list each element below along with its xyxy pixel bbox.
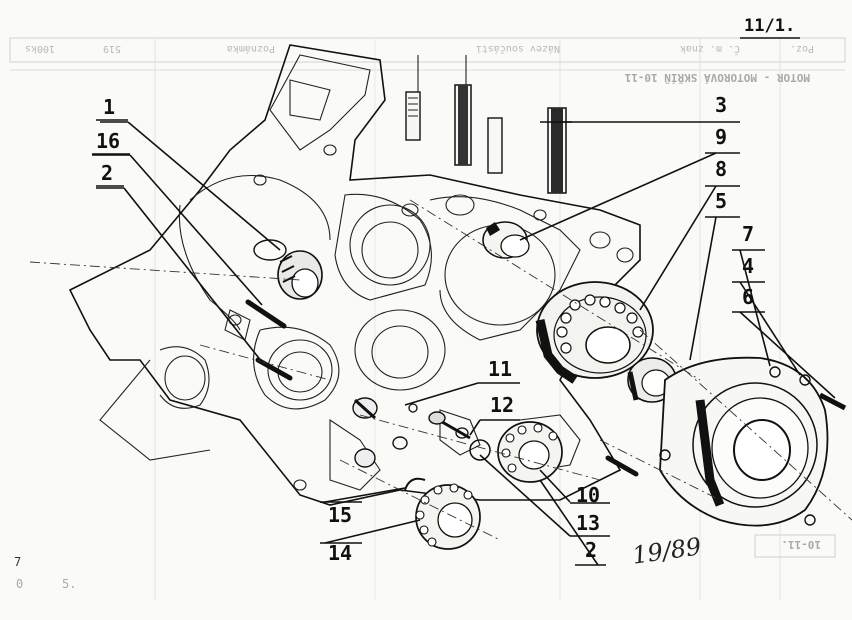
callout-13: 13: [576, 511, 600, 535]
callout-15: 15: [328, 503, 352, 527]
cylinder-studs: [405, 55, 567, 194]
needle-bearing-9: [482, 221, 530, 259]
ghost-section-title: MOTOR - MOTOROVÁ SKŘÍŇ 10-11: [624, 71, 810, 84]
corner-mark-5: 5.: [62, 577, 76, 591]
sheet-number: 11/1.: [740, 16, 800, 39]
callout-5: 5: [715, 189, 727, 213]
callout-9: 9: [715, 125, 727, 149]
callout-14: 14: [328, 541, 352, 565]
roller-bearing-14: [404, 477, 481, 550]
dowel-pins: [245, 299, 639, 477]
callout-7: 7: [742, 222, 754, 246]
corner-mark-0: 0: [16, 577, 23, 591]
small-parts-11-12: [352, 397, 471, 468]
callout-16: 16: [96, 129, 120, 153]
ball-bearing-10: [469, 421, 563, 483]
callout-6: 6: [742, 285, 754, 309]
callout-4: 4: [742, 254, 754, 278]
callout-12: 12: [490, 393, 514, 417]
ghost-header-519: 519: [103, 43, 121, 54]
callout-8: 8: [715, 157, 727, 181]
ghost-header-pos: Poz.: [790, 43, 814, 54]
leader-lines: [92, 121, 836, 566]
handwritten-note: 19/89: [631, 532, 703, 569]
callout-2-upper: 2: [101, 161, 113, 185]
ghost-header-note: Poznámka: [227, 43, 275, 55]
callout-1: 1: [103, 95, 115, 119]
ghost-footer-ref: 10-11.: [781, 538, 821, 551]
sheet-number-text: 11/1.: [744, 16, 795, 36]
centre-lines: [29, 199, 852, 541]
corner-marks: 7 0 5.: [14, 555, 76, 591]
callout-3: 3: [715, 93, 727, 117]
callout-11: 11: [488, 357, 512, 381]
crankcase-outline: [68, 44, 641, 506]
ghost-header-100ks: 100ks: [25, 43, 55, 54]
callout-labels: 1 16 2 3 9 8 5 7 4 6 11 12 10 13 2 15 14: [92, 93, 765, 566]
ball-bearing-8: [535, 281, 654, 384]
side-cover-6: [659, 356, 847, 527]
corner-mark-7: 7: [14, 555, 21, 569]
callout-2-lower: 2: [585, 538, 597, 562]
needle-bearing-16: [253, 239, 323, 300]
ghost-header-code: Č. m. znak: [680, 43, 740, 56]
ghost-table: Poz. Č. m. znak Název součásti Poznámka …: [9, 37, 846, 600]
ghost-header-name: Název součásti: [476, 43, 560, 55]
